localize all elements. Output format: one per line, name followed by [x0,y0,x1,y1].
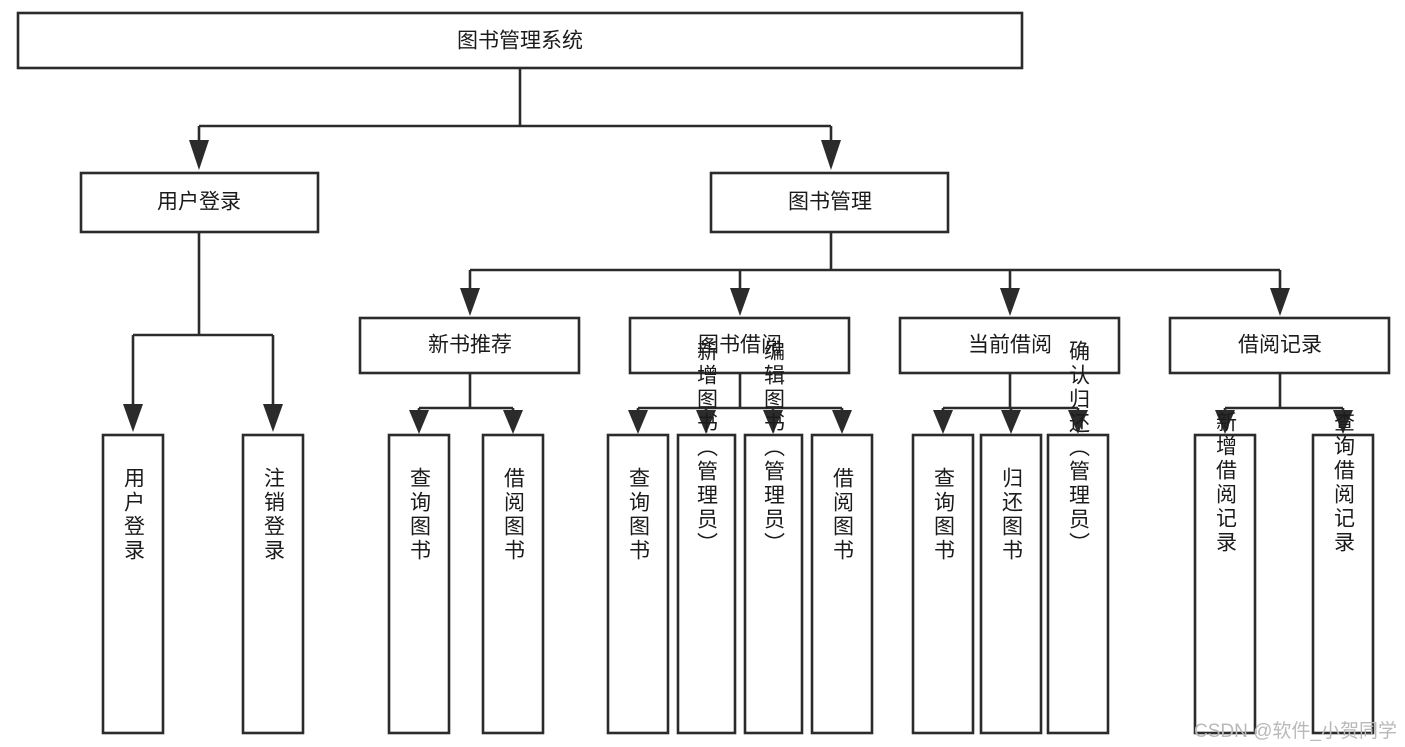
node-leaf-borrow-book-1-box[interactable] [481,433,545,735]
node-leaf-query-book-3-label: 查询图书 [932,467,956,563]
node-leaf-query-book-3-box[interactable] [911,433,975,735]
connector-layer [123,68,1353,434]
node-leaf-add-record[interactable]: 新增借阅记录 [1193,411,1257,735]
node-leaf-query-book-1-label: 查询图书 [408,467,432,563]
node-book-manage-box[interactable] [709,171,950,234]
node-leaf-confirm-return-label: 确认归还（管理员） [1067,340,1091,556]
node-book-manage[interactable]: 图书管理 [709,171,950,234]
node-user-login[interactable]: 用户登录 [79,171,320,234]
node-current-borrow-box[interactable] [898,316,1121,375]
arrow-to-leaf-query-book-3 [933,410,953,434]
node-leaf-edit-book-box[interactable] [743,433,804,735]
node-current-borrow-label: 当前借阅 [968,334,1052,357]
arrow-to-leaf-query-record [1333,410,1353,434]
node-leaf-logout[interactable]: 注销登录 [241,433,305,735]
node-leaf-query-book-1[interactable]: 查询图书 [387,433,451,735]
arrow-to-leaf-edit-book [763,410,783,434]
node-leaf-confirm-return-box[interactable] [1046,433,1110,735]
node-root[interactable]: 图书管理系统 [16,11,1024,70]
node-leaf-query-record-label: 查询借阅记录 [1332,411,1356,555]
node-leaf-add-book-box[interactable] [676,433,737,735]
arrow-to-user-login [189,140,209,170]
arrow-to-new-book-rec [460,288,480,316]
node-leaf-query-record-box[interactable] [1311,433,1375,735]
arrow-to-leaf-query-book-1 [409,410,429,434]
arrow-to-book-borrow [730,288,750,316]
node-leaf-add-book-label: 新增图书（管理员） [695,340,719,556]
node-user-login-label: 用户登录 [157,191,241,214]
node-new-book-recommend[interactable]: 新书推荐 [358,316,581,375]
arrow-to-leaf-return-book [1001,410,1021,434]
node-leaf-query-book-2-label: 查询图书 [627,467,651,563]
node-book-manage-label: 图书管理 [788,191,872,214]
node-leaf-add-book[interactable]: 新增图书（管理员） [676,340,737,735]
node-new-book-recommend-label: 新书推荐 [428,334,512,357]
node-leaf-query-record[interactable]: 查询借阅记录 [1311,411,1375,735]
node-leaf-borrow-book-2-label: 借阅图书 [831,467,855,563]
arrow-to-leaf-query-book-2 [628,410,648,434]
node-leaf-logout-box[interactable] [241,433,305,735]
node-leaf-return-book[interactable]: 归还图书 [979,433,1043,735]
arrow-to-leaf-add-record [1215,410,1235,434]
node-book-borrow[interactable]: 图书借阅 [628,316,851,375]
node-leaf-edit-book-label: 编辑图书（管理员） [762,340,786,556]
arrow-to-leaf-borrow-book-2 [832,410,852,434]
node-leaf-user-login-label: 用户登录 [122,467,146,563]
node-leaf-borrow-book-2-box[interactable] [810,433,874,735]
node-current-borrow[interactable]: 当前借阅 [898,316,1121,375]
node-borrow-record-label: 借阅记录 [1238,334,1322,357]
node-leaf-logout-label: 注销登录 [262,467,286,563]
node-leaf-return-book-label: 归还图书 [1000,467,1024,563]
node-leaf-add-record-label: 新增借阅记录 [1214,411,1238,555]
node-user-login-box[interactable] [79,171,320,234]
node-book-borrow-box[interactable] [628,316,851,375]
node-leaf-query-book-3[interactable]: 查询图书 [911,433,975,735]
arrow-to-current-borrow [1000,288,1020,316]
node-root-box[interactable] [16,11,1024,70]
node-leaf-add-record-box[interactable] [1193,433,1257,735]
node-leaf-return-book-box[interactable] [979,433,1043,735]
arrow-to-book-manage [821,140,841,170]
arrow-to-leaf-confirm-return [1068,410,1088,434]
node-borrow-record[interactable]: 借阅记录 [1168,316,1391,375]
node-book-borrow-label: 图书借阅 [698,334,782,357]
node-root-label: 图书管理系统 [457,30,583,53]
node-leaf-query-book-2[interactable]: 查询图书 [606,433,670,735]
node-leaf-query-book-1-box[interactable] [387,433,451,735]
node-leaf-confirm-return[interactable]: 确认归还（管理员） [1046,340,1110,735]
node-new-book-recommend-box[interactable] [358,316,581,375]
node-leaf-borrow-book-1[interactable]: 借阅图书 [481,433,545,735]
arrow-to-leaf-borrow-book-1 [503,410,523,434]
arrow-to-borrow-record [1270,288,1290,316]
arrow-to-leaf-add-book [696,410,716,434]
node-leaf-borrow-book-1-label: 借阅图书 [502,467,526,563]
node-leaf-user-login-box[interactable] [101,433,165,735]
node-leaf-user-login[interactable]: 用户登录 [101,433,165,735]
node-leaf-query-book-2-box[interactable] [606,433,670,735]
arrow-to-leaf-user-login [123,404,143,432]
arrow-to-leaf-logout [263,404,283,432]
node-borrow-record-box[interactable] [1168,316,1391,375]
node-leaf-edit-book[interactable]: 编辑图书（管理员） [743,340,804,735]
node-leaf-borrow-book-2[interactable]: 借阅图书 [810,433,874,735]
